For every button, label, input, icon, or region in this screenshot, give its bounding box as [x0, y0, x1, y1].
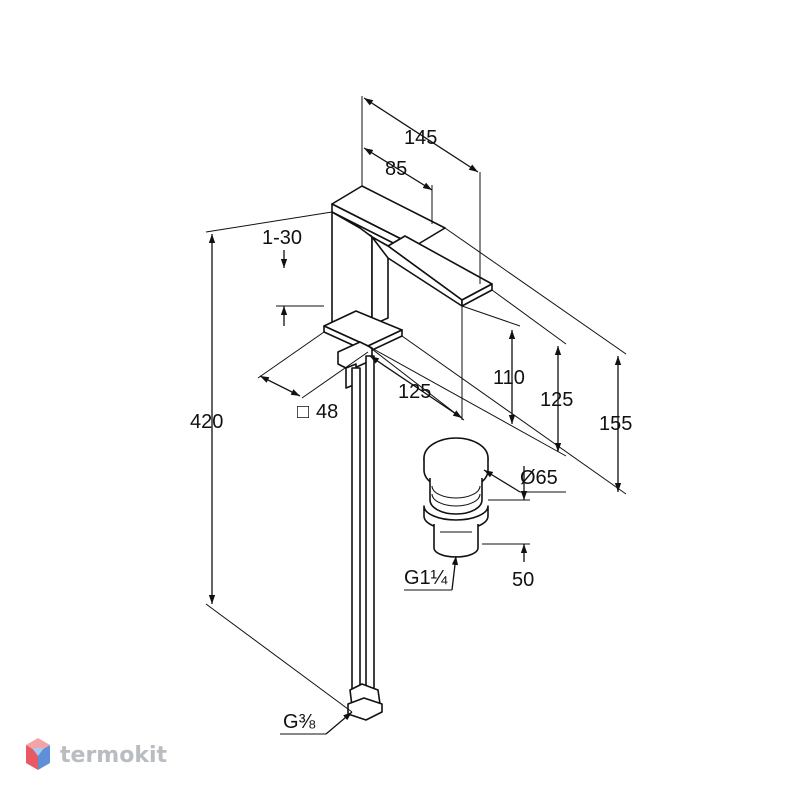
dim-diameter-65-label: Ø65: [520, 467, 558, 489]
faucet: [323, 185, 493, 721]
dim-48-label: 48: [316, 401, 338, 423]
waste-body: [433, 524, 479, 558]
dim-50-label: 50: [512, 569, 534, 591]
dim-155-label: 155: [599, 413, 632, 435]
termokit-logo-icon: [26, 738, 50, 770]
watermark: termokit: [26, 738, 167, 770]
dim-110-label: 110: [493, 367, 525, 389]
dim-145-label: 145: [404, 127, 437, 149]
dim-g3-8-label: G⅜: [283, 711, 316, 733]
dimension-labels: 145 85 1-30 420 □ 48 125 110 125 155 Ø65…: [190, 127, 632, 733]
dimension-lines: [205, 96, 627, 735]
dim-1-30-label: 1-30: [262, 227, 302, 249]
waste-cage-ring-2: [431, 493, 481, 507]
supply-hose-right: [365, 355, 375, 691]
dim-48-symbol: □: [297, 401, 309, 423]
dim-g1-1-4-label: G1¼: [404, 567, 448, 589]
dim-420-label: 420: [190, 411, 223, 433]
waste-valve: [423, 437, 489, 558]
dim-125-height-label: 125: [540, 389, 573, 411]
watermark-brand-text: termokit: [60, 743, 167, 768]
dim-125-projection-label: 125: [398, 381, 431, 403]
waste-cage-ring-1: [431, 485, 481, 499]
dim-85-label: 85: [385, 158, 407, 180]
supply-hose-left: [351, 367, 361, 691]
waste-cage: [429, 478, 483, 515]
